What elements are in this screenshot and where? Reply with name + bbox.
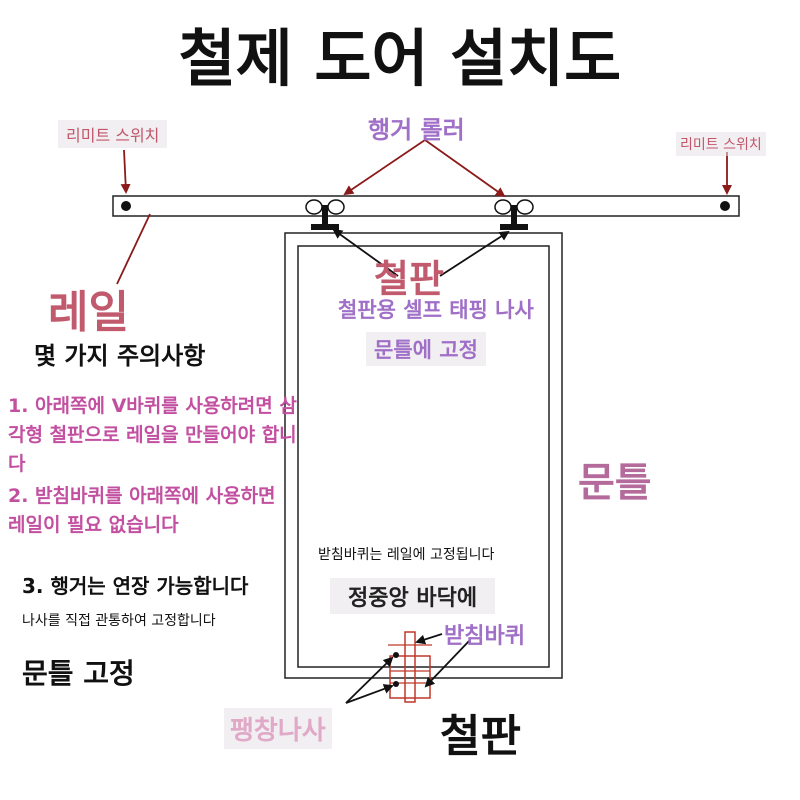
hanger-roller-left xyxy=(305,199,345,230)
rail-end-stop-left xyxy=(121,201,131,211)
limit-switch-right-label: 리미트 스위치 xyxy=(676,132,766,156)
door-frame-label: 문틀 xyxy=(578,460,652,506)
rail-end-stop-right xyxy=(720,201,730,211)
note-sub-text: 나사를 직접 관통하여 고정합니다 xyxy=(22,613,216,629)
steel-plate-bottom-label: 철판 xyxy=(440,711,521,762)
notes-heading: 몇 가지 주의사항 xyxy=(34,342,206,370)
arrow-plate-right xyxy=(439,230,510,277)
note-item-2: 2. 받침바퀴를 아래쪽에 사용하면 레일이 필요 없습니다 xyxy=(8,485,276,536)
door-frame-inner xyxy=(297,245,550,668)
support-wheel-fixed-label: 받침바퀴는 레일에 고정됩니다 xyxy=(318,547,495,563)
expansion-screw-label: 팽창나사 xyxy=(224,708,332,749)
note-item-3: 3. 행거는 연장 가능합니다 xyxy=(22,574,249,598)
page-title: 철제 도어 설치도 xyxy=(178,22,622,95)
arrow-plate-left xyxy=(332,228,399,277)
steel-plate-top-label: 철판 xyxy=(374,257,444,301)
rail-bar xyxy=(112,195,740,217)
arrow-support-wheel-2 xyxy=(424,639,471,688)
arrow-limit-left xyxy=(120,149,131,194)
center-floor-label: 정중앙 바닥에 xyxy=(330,578,496,614)
rail-label: 레일 xyxy=(48,287,129,338)
self-tapping-screw-label: 철판용 셀프 태핑 나사 xyxy=(338,298,534,322)
hanger-roller-right xyxy=(494,199,534,230)
hanger-roller-label: 행거 롤러 xyxy=(368,116,465,144)
limit-switch-left-label: 리미트 스위치 xyxy=(58,120,168,148)
arrow-hanger-right xyxy=(424,139,506,198)
arrow-hanger-left xyxy=(343,139,426,196)
arrow-expansion-1 xyxy=(345,656,394,704)
notes-list: 1. 아래쪽에 V바퀴를 사용하려면 삼각형 철판으로 레일을 만들어야 합니다… xyxy=(8,392,298,540)
arrow-expansion-2 xyxy=(345,684,394,704)
fix-to-frame-top-label: 문틀에 고정 xyxy=(366,332,486,366)
note-item-1: 1. 아래쪽에 V바퀴를 사용하려면 삼각형 철판으로 레일을 만들어야 합니다 xyxy=(8,395,297,475)
rail-label-connector xyxy=(116,213,151,285)
frame-fix-label: 문틀 고정 xyxy=(22,657,135,690)
support-wheel-label: 받침바퀴 xyxy=(444,624,525,649)
arrow-support-wheel-1 xyxy=(415,633,443,645)
